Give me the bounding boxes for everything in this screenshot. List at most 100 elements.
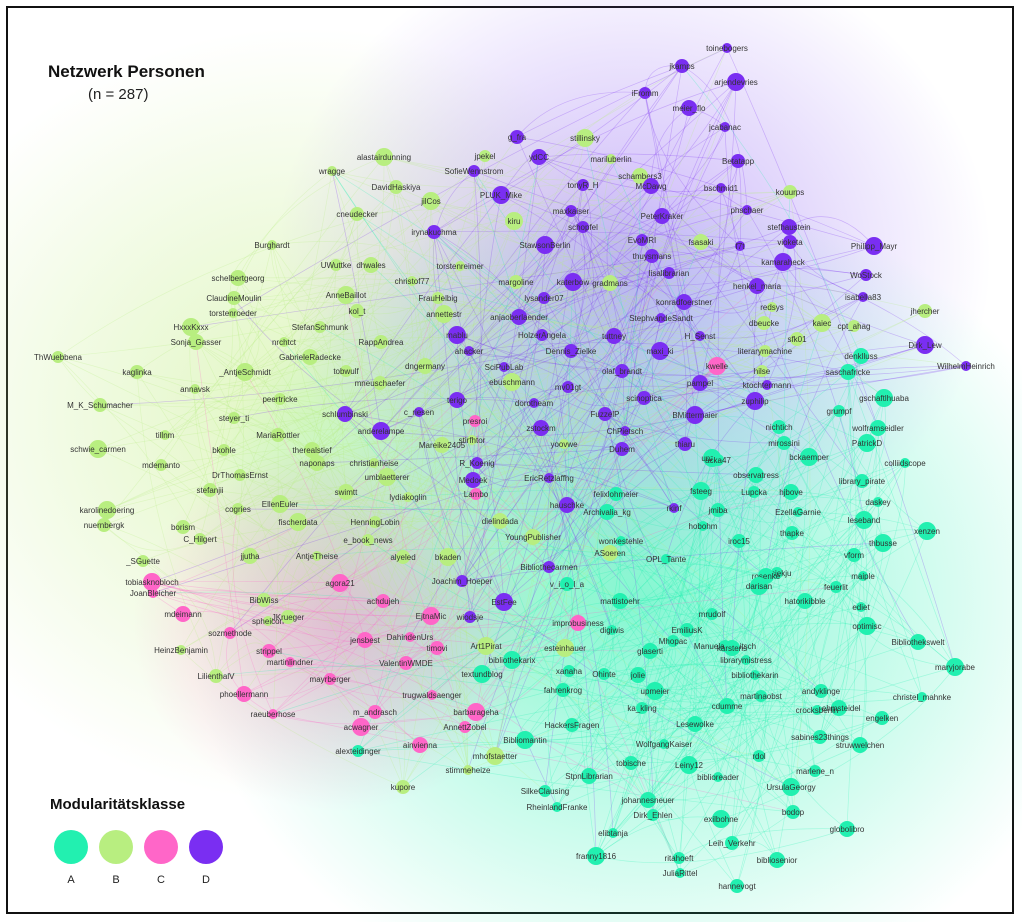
node-dot [581, 768, 597, 784]
network-edge [233, 273, 517, 299]
network-edge [152, 592, 579, 629]
network-edge [379, 382, 792, 493]
network-edge [194, 388, 211, 491]
node-dot [564, 344, 578, 358]
network-edge [694, 490, 702, 725]
network-node: mablu [446, 326, 468, 344]
node-dot [661, 554, 671, 564]
network-node: torstenroeder [209, 308, 257, 318]
node-dot [456, 575, 468, 587]
node-label: vioketa [777, 238, 803, 247]
network-edge [724, 126, 768, 386]
network-edge [606, 185, 652, 284]
network-edge [518, 241, 791, 318]
node-label: DrThomasErnst [212, 471, 269, 480]
node-label: katerbow [557, 278, 590, 287]
network-node: maiple [851, 571, 875, 581]
node-dot [639, 87, 651, 99]
node-label: iFromm [631, 89, 658, 98]
network-edge [331, 170, 382, 432]
network-node: toinebogers [706, 43, 748, 53]
node-dot [608, 828, 618, 838]
network-edge [615, 493, 760, 757]
node-label: textundblog [461, 670, 502, 679]
node-dot [716, 183, 726, 193]
node-dot [427, 690, 437, 700]
node-label: alexteidinger [335, 747, 381, 756]
network-node: jkamps [668, 59, 695, 73]
node-label: kiru [508, 217, 521, 226]
network-edge [647, 491, 792, 801]
node-dot [587, 847, 605, 865]
node-label: hilse [754, 367, 771, 376]
network-edge [329, 297, 439, 680]
network-node: HxxxKxxx [173, 318, 209, 336]
node-dot [673, 852, 685, 864]
node-dot [724, 640, 740, 656]
node-label: Leiny12 [675, 761, 704, 770]
node-dot [615, 442, 629, 456]
network-edge [232, 508, 274, 715]
node-label: exilbohne [704, 815, 739, 824]
node-label: HackersFragen [545, 721, 600, 730]
network-edge [329, 678, 466, 728]
network-edge [456, 210, 572, 401]
network-node: JKrueger [272, 610, 305, 624]
network-edge [724, 474, 757, 647]
network-edge [339, 322, 765, 584]
network-edge [430, 365, 718, 617]
network-edge [500, 194, 701, 337]
node-dot [516, 731, 534, 749]
network-node: marlene_n [796, 765, 834, 777]
legend-title: Modularitätsklasse [50, 796, 186, 813]
network-edge [194, 388, 289, 618]
network-edge [237, 277, 763, 372]
node-dot [350, 304, 364, 318]
network-edge [643, 296, 864, 399]
node-dot [678, 437, 692, 451]
node-dot [637, 391, 651, 405]
node-dot [598, 407, 612, 421]
node-label: ASoeren [594, 549, 625, 558]
network-edge [724, 645, 778, 861]
node-label: spheicon [252, 617, 284, 626]
network-node: Dirk_Lew [908, 336, 942, 354]
node-label: library_pirate [839, 477, 886, 486]
network-node: SilkeClausing [521, 785, 569, 797]
node-label: Joachim_Hoeper [432, 577, 493, 586]
network-edge [199, 312, 234, 540]
network-edge [494, 301, 685, 757]
node-dot [840, 364, 856, 380]
network-node: Art1Pirat [470, 637, 502, 655]
network-node: _AntjeSchmidt [218, 363, 272, 381]
network-edge [194, 356, 311, 392]
network-node: ritahoeft [665, 852, 694, 864]
network-node: kiru [505, 212, 523, 230]
node-label: JKrueger [272, 613, 305, 622]
network-edge [430, 200, 766, 352]
network-edge [641, 209, 748, 241]
node-label: mrudolf [699, 610, 726, 619]
network-edge [471, 439, 611, 554]
network-node: StephvandeSandt [629, 313, 694, 323]
node-label: bkohle [212, 446, 236, 455]
node-label: SciPubLab [485, 363, 524, 372]
network-node: Leih_Verkehr [708, 836, 756, 850]
network-node: ValentinWMDE [379, 656, 433, 670]
network-edge [595, 511, 799, 857]
node-label: torstenroeder [209, 309, 257, 318]
network-node: yoovwe [550, 439, 578, 449]
network-edge [151, 581, 477, 713]
network-edge [97, 191, 791, 450]
node-dot [918, 522, 936, 540]
network-edge [405, 365, 718, 664]
network-edge [481, 540, 740, 675]
network-edge [319, 326, 404, 558]
node-label: mdeimann [164, 610, 201, 619]
network-edge [467, 301, 685, 771]
node-label: Duhem [609, 445, 635, 454]
network-edge [160, 436, 686, 466]
network-edge [345, 156, 385, 372]
network-edge [279, 503, 608, 513]
